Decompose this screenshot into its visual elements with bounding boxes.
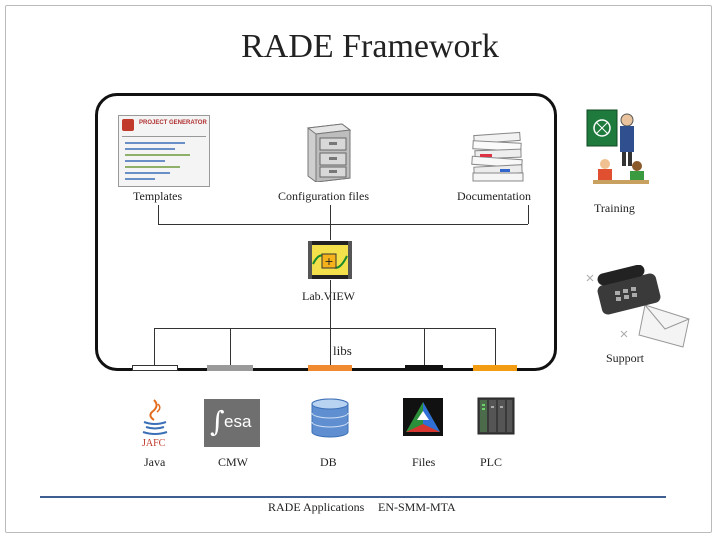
templates-screenshot-icon: PROJECT GENERATOR: [118, 115, 210, 187]
plc-label: PLC: [480, 455, 503, 469]
slide-frame: [5, 5, 712, 533]
java-connector: [154, 328, 155, 365]
configuration-connector: [330, 205, 331, 240]
java-label: Java: [144, 455, 166, 469]
filing-cabinet-icon: [306, 123, 352, 182]
footer-divider: [40, 496, 666, 498]
plc-connector: [495, 328, 496, 365]
plc-lib-bar: [473, 365, 517, 371]
documentation-connector: [528, 205, 529, 224]
files-connector: [424, 328, 425, 365]
files-lib-bar: [405, 365, 443, 371]
files-triangle-icon: [403, 398, 443, 436]
labview-down-connector: [330, 280, 331, 329]
top-connector-bus: [158, 224, 528, 225]
training-icon: [586, 109, 649, 184]
db-lib-bar: [308, 365, 352, 371]
db-label: DB: [320, 455, 337, 469]
java-coffee-icon: [142, 399, 168, 435]
footer-left-text: RADE Applications: [268, 500, 365, 514]
plc-device-icon: [477, 397, 515, 435]
configuration-files-label: Configuration files: [278, 189, 369, 203]
documents-stack-icon: [471, 131, 524, 182]
lower-connector-bus: [154, 328, 496, 329]
cmw-lib-bar: [207, 365, 253, 371]
cmw-label: CMW: [218, 455, 248, 469]
database-icon: [311, 398, 349, 438]
templates-label: Templates: [133, 189, 183, 203]
support-label: Support: [606, 351, 645, 365]
labview-icon: +: [308, 241, 352, 279]
slide-title: RADE Framework: [241, 28, 499, 65]
footer-right-text: EN-SMM-MTA: [378, 500, 456, 514]
svg-text:+: +: [324, 255, 333, 268]
files-label: Files: [412, 455, 436, 469]
esa-logo-icon: esa ∫: [204, 399, 260, 447]
templates-connector: [158, 205, 159, 224]
libs-label: libs: [333, 343, 352, 358]
java-lib-bar: [132, 365, 178, 371]
labview-label: Lab.VIEW: [302, 289, 355, 303]
documentation-label: Documentation: [457, 189, 531, 203]
training-label: Training: [594, 201, 635, 215]
cmw-connector: [230, 328, 231, 365]
support-phone-icon: [586, 265, 690, 348]
jafc-label: JAFC: [142, 438, 166, 449]
db-connector: [330, 328, 331, 365]
